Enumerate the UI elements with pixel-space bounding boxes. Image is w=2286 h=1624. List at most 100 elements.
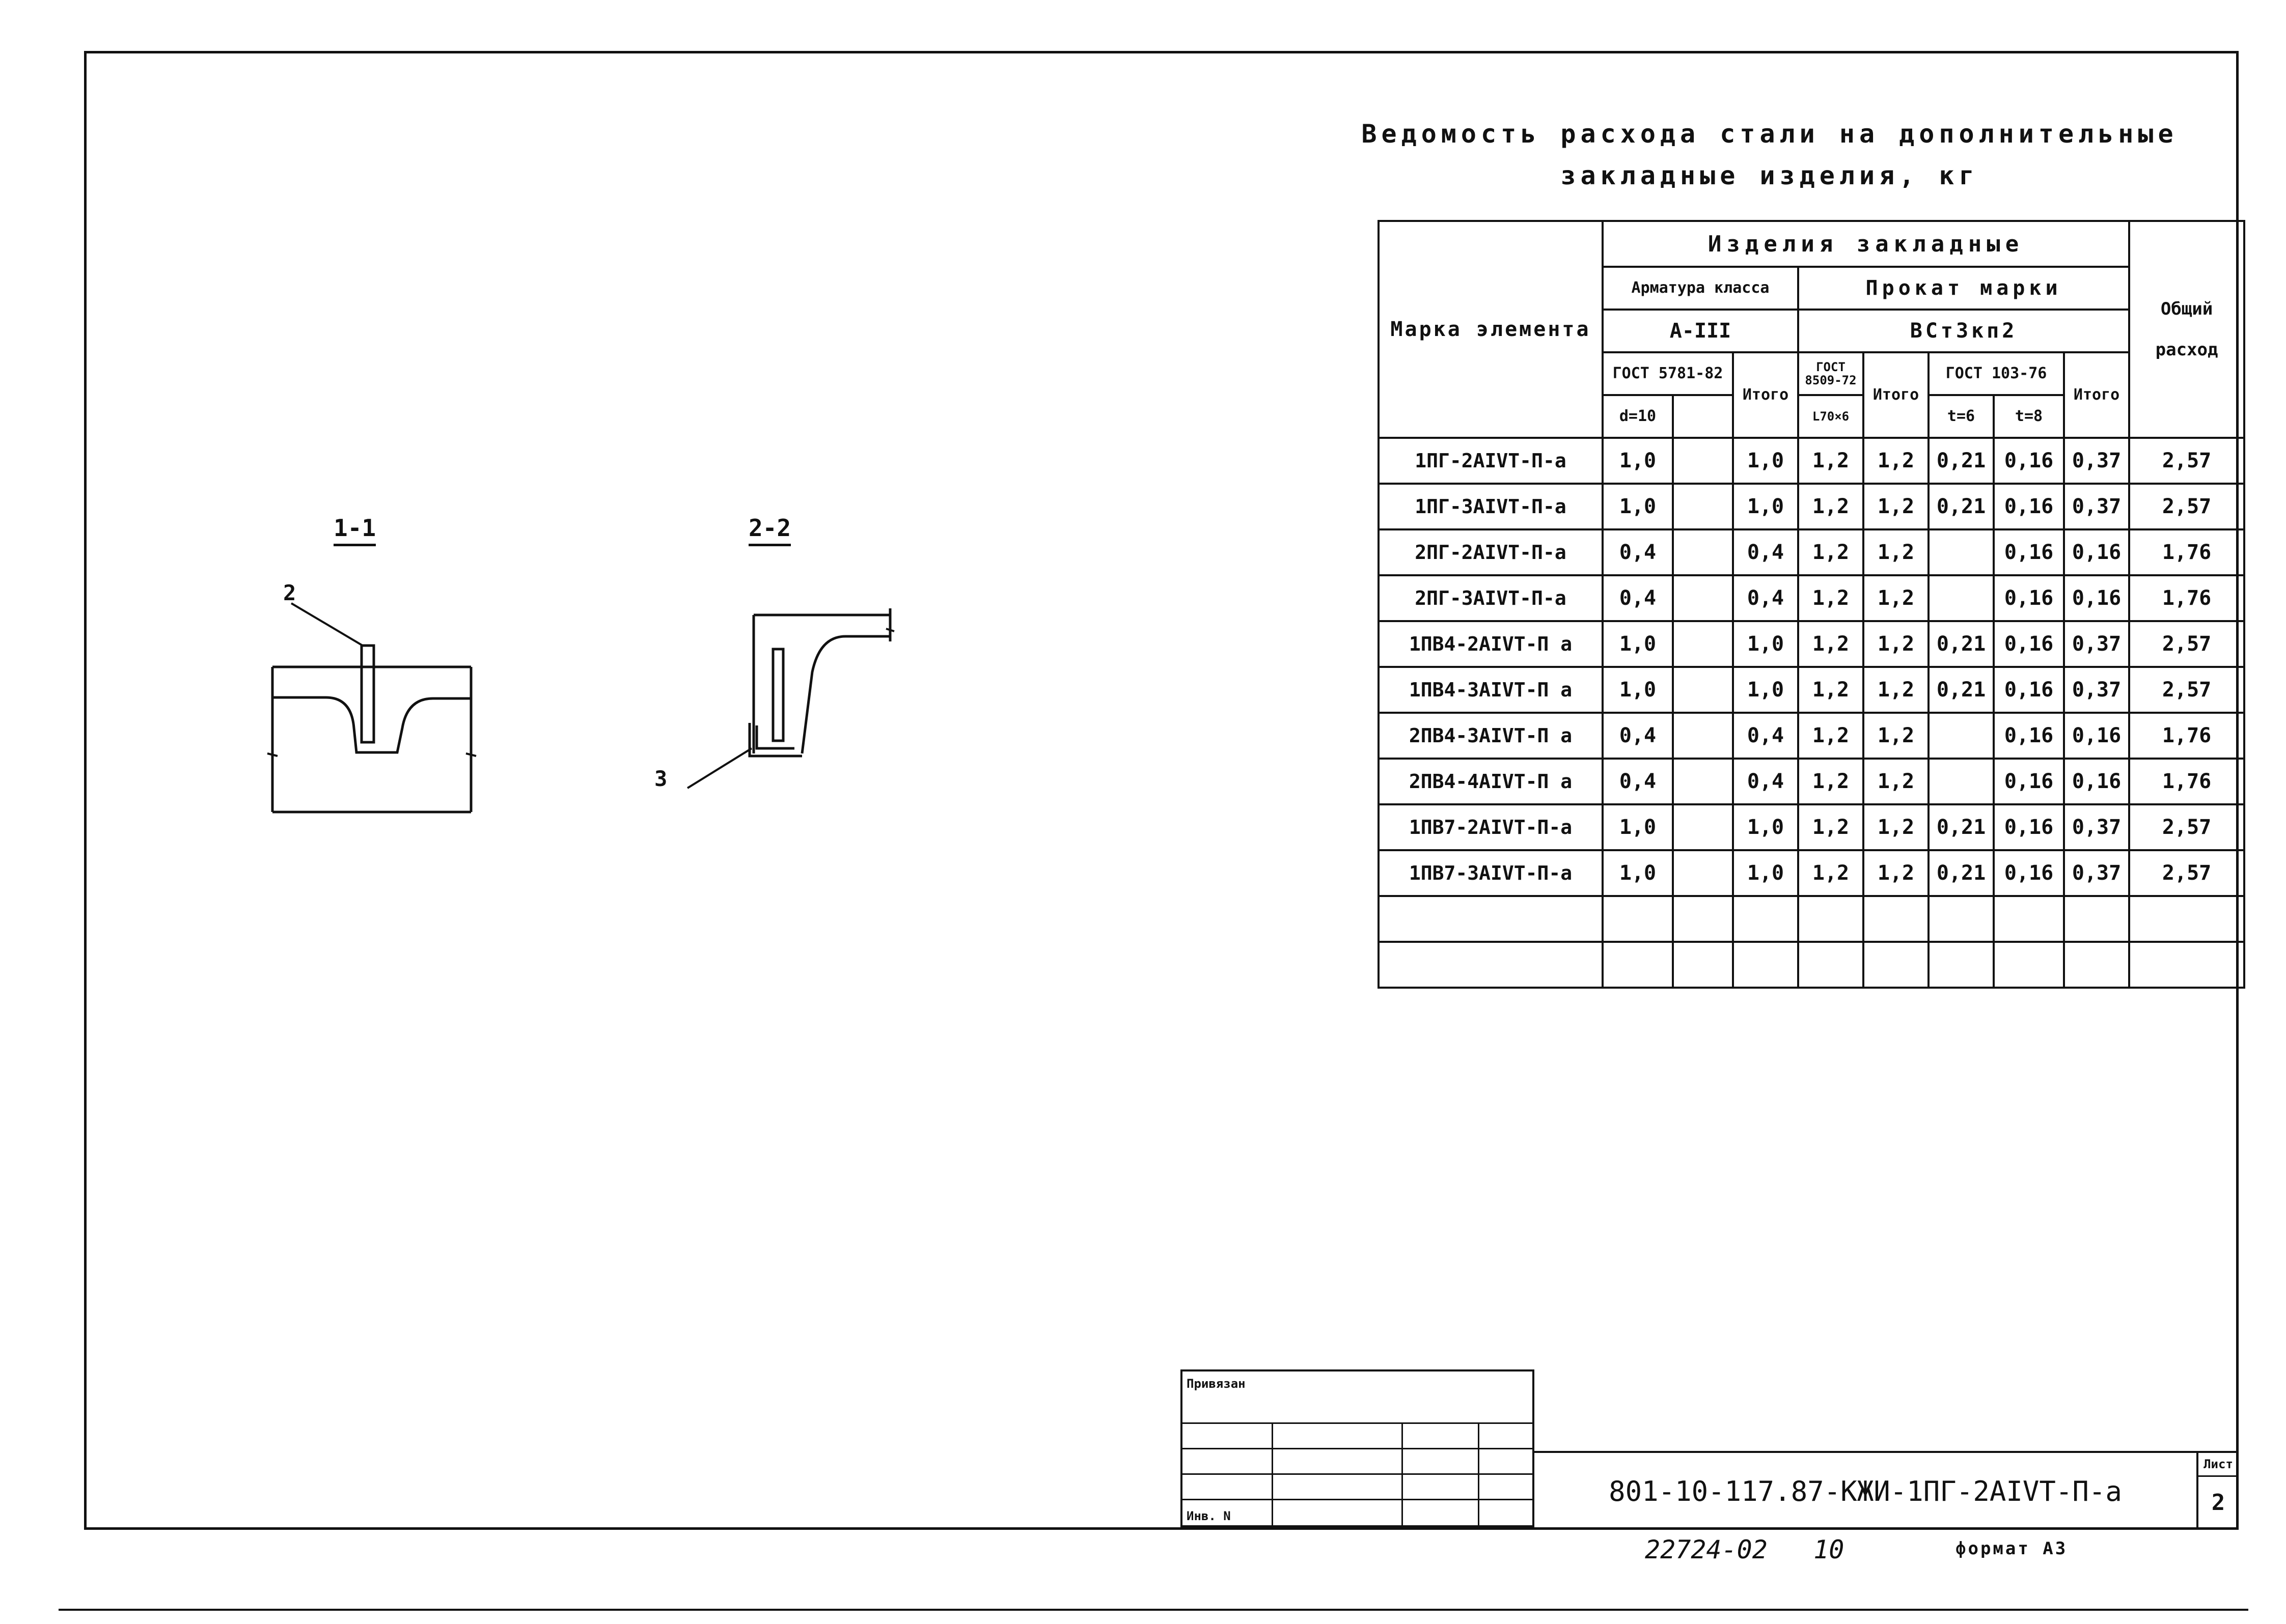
cell-d10: 1,0 xyxy=(1602,666,1674,714)
cell-it2: 1,2 xyxy=(1862,483,1930,530)
sheet-box: Лист 2 xyxy=(2196,1451,2238,1527)
cell-total: 1,76 xyxy=(2128,712,2246,760)
cell-blank xyxy=(1672,712,1734,760)
cell-it3: 0,16 xyxy=(2062,758,2131,805)
header-t8: t=8 xyxy=(1993,394,2065,439)
cell-total: 2,57 xyxy=(2128,666,2246,714)
cell-it1: 1,0 xyxy=(1732,849,1799,897)
cell-ang: 1,2 xyxy=(1797,437,1864,485)
cell-blank xyxy=(1672,620,1734,668)
cell-it2: 1,2 xyxy=(1862,437,1930,485)
document-code: 801-10-117.87-КЖИ-1ПГ-2АIVТ-П-а xyxy=(1534,1451,2196,1529)
cell-total: 2,57 xyxy=(2128,437,2246,485)
cell-blank xyxy=(1672,574,1734,622)
header-gost-5781: ГОСТ 5781-82 xyxy=(1602,351,1734,396)
cell-ang: 1,2 xyxy=(1797,712,1864,760)
frame-left xyxy=(84,51,87,1530)
header-angle: L70×6 xyxy=(1797,394,1864,439)
cell-mark: 2ПГ-3АIVТ-П-а xyxy=(1378,574,1604,622)
cell-ang: 1,2 xyxy=(1797,620,1864,668)
cell-it1: 1,0 xyxy=(1732,803,1799,851)
cell-t6: 0,21 xyxy=(1927,803,1995,851)
cell-it3: 0,16 xyxy=(2062,574,2131,622)
cell-total: 1,76 xyxy=(2128,528,2246,576)
cell-it2: 1,2 xyxy=(1862,528,1930,576)
empty-row xyxy=(1378,941,2246,989)
position-3-label: 3 xyxy=(654,766,668,791)
header-gost-8509: ГОСТ 8509-72 xyxy=(1797,351,1864,396)
cell-it1: 1,0 xyxy=(1732,483,1799,530)
cell-t8: 0,16 xyxy=(1993,758,2065,805)
cell-ang: 1,2 xyxy=(1797,483,1864,530)
cell-t6: 0,21 xyxy=(1927,849,1995,897)
frame-top xyxy=(84,51,2238,53)
cell-mark: 1ПГ-3АIVТ-П-а xyxy=(1378,483,1604,530)
paper-format: формат А3 xyxy=(1956,1538,2068,1559)
cell-it3: 0,37 xyxy=(2062,483,2131,530)
header-rebar-class: Арматура класса xyxy=(1602,266,1799,311)
cell-it3: 0,37 xyxy=(2062,803,2131,851)
trim-line xyxy=(59,1609,2248,1611)
cell-t8: 0,16 xyxy=(1993,666,2065,714)
cell-ang: 1,2 xyxy=(1797,849,1864,897)
header-itogo-angle: Итого xyxy=(1862,351,1930,439)
cell-t6: 0,21 xyxy=(1927,666,1995,714)
cell-t6: 0,21 xyxy=(1927,620,1995,668)
section-label-1-1: 1-1 xyxy=(334,514,376,546)
cell-it1: 1,0 xyxy=(1732,666,1799,714)
cell-t8: 0,16 xyxy=(1993,849,2065,897)
cell-t6 xyxy=(1927,758,1995,805)
cell-it1: 1,0 xyxy=(1732,620,1799,668)
cell-it3: 0,16 xyxy=(2062,712,2131,760)
schedule-title-line2: закладные изделия, кг xyxy=(1560,161,1979,190)
cell-it1: 0,4 xyxy=(1732,574,1799,622)
section-label-2-2: 2-2 xyxy=(749,514,791,546)
cell-mark: 1ПВ4-2АIVТ-П а xyxy=(1378,620,1604,668)
cell-t8: 0,16 xyxy=(1993,803,2065,851)
cell-total: 1,76 xyxy=(2128,574,2246,622)
cell-t8: 0,16 xyxy=(1993,483,2065,530)
sheet-number: 2 xyxy=(2211,1489,2225,1516)
header-total-use: Общий расход xyxy=(2128,220,2246,439)
position-2-label: 2 xyxy=(283,580,296,605)
cell-it3: 0,37 xyxy=(2062,666,2131,714)
cell-ang: 1,2 xyxy=(1797,666,1864,714)
cell-it2: 1,2 xyxy=(1862,758,1930,805)
cell-t6 xyxy=(1927,528,1995,576)
sheet-label: Лист xyxy=(2198,1453,2238,1477)
cell-d10: 0,4 xyxy=(1602,712,1674,760)
cell-d10: 1,0 xyxy=(1602,483,1674,530)
cell-t8: 0,16 xyxy=(1993,712,2065,760)
cell-mark: 1ПВ7-2АIVТ-П-а xyxy=(1378,803,1604,851)
cell-ang: 1,2 xyxy=(1797,528,1864,576)
cell-mark: 1ПВ7-3АIVТ-П-а xyxy=(1378,849,1604,897)
cell-it3: 0,37 xyxy=(2062,437,2131,485)
schedule-title: Ведомость расхода стали на дополнительны… xyxy=(1349,113,2190,197)
cell-it3: 0,37 xyxy=(2062,620,2131,668)
cell-t6 xyxy=(1927,574,1995,622)
cell-d10: 1,0 xyxy=(1602,437,1674,485)
cell-d10: 0,4 xyxy=(1602,528,1674,576)
header-steel-grade: ВСт3кп2 xyxy=(1797,309,2131,353)
steel-schedule-table: Марка элемента Изделия закладные Общий р… xyxy=(1378,220,2246,989)
cell-mark: 2ПВ4-3АIVТ-П а xyxy=(1378,712,1604,760)
header-itogo-plate: Итого xyxy=(2062,351,2131,439)
cell-it1: 0,4 xyxy=(1732,528,1799,576)
header-mark: Марка элемента xyxy=(1378,220,1604,439)
header-gost-103: ГОСТ 103-76 xyxy=(1927,351,2065,396)
cell-blank xyxy=(1672,758,1734,805)
cell-d10: 1,0 xyxy=(1602,849,1674,897)
cell-d10: 1,0 xyxy=(1602,620,1674,668)
cell-d10: 1,0 xyxy=(1602,803,1674,851)
